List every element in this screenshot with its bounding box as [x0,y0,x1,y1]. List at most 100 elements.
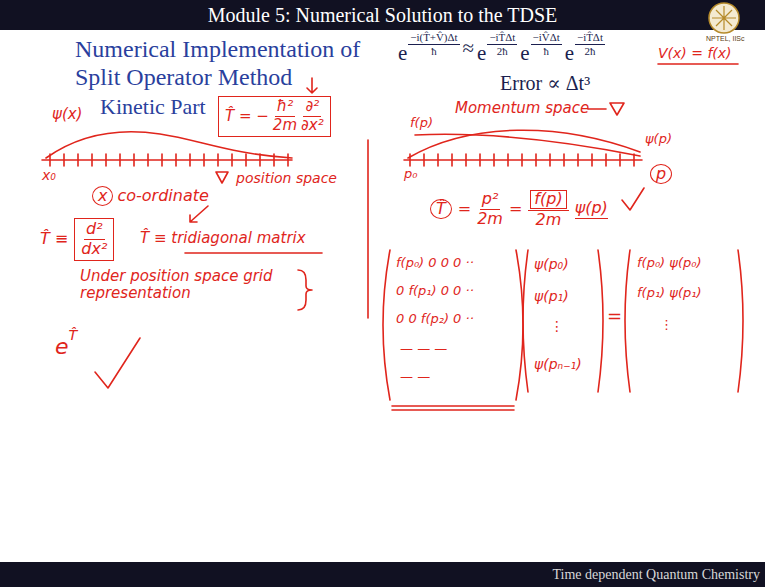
text-group: p [650,164,672,184]
annotation-text: Numerical Implementation of Split Operat… [75,36,395,91]
divider-line [367,140,369,318]
exponential: e−iV̂Δtħ [520,32,561,64]
annotation-text: Error ∝ Δt³ [500,72,590,95]
fraction-denominator: 2m [477,210,503,228]
text-group: e−i(T̂+V̂)Δtħ≈e−iT̂Δt2ħe−iV̂Δtħe−iT̂Δt2ħ [398,32,605,64]
text-group: Numerical Implementation of Split Operat… [75,36,395,91]
text-group: f(p₀) ψ(p₀) [637,256,702,271]
fp-curve [415,134,640,156]
text-group: ⋮ [660,318,673,333]
annotation-text: 2m [536,212,562,229]
fraction-denominator: 2ħ [585,45,596,57]
exponential: e−iT̂Δt2ħ [565,32,605,64]
fraction: ∂² ∂x² [301,99,324,134]
annotation-text: Time dependent Quantum Chemistry [552,567,760,583]
node-text: f(p) [534,191,562,208]
text-group: ψ(p₁) [534,288,569,304]
underline [185,252,322,254]
annotation-text: 0 0 f(p₂) 0 ·· [396,312,474,327]
slide-title-text: Module 5: Numerical Solution to the TDSE [208,4,558,26]
annotation-text: co-ordinate [117,187,208,205]
text-group: = [607,306,622,327]
slide-title: Module 5: Numerical Solution to the TDSE [0,3,765,27]
annotation-text: f(p₁) ψ(p₁) [637,286,702,301]
annotation-text: 2ħ [497,46,508,57]
text-group: T̂ ≡ tridiagonal matrix [140,230,306,247]
annotation-text: −iV̂Δt [533,32,560,43]
text-group: ⋮ [550,318,564,334]
annotation-text: −iT̂Δt [489,32,515,43]
node-text: ∂² [305,99,319,115]
annotation-text: = [607,306,622,327]
annotation-text: Momentum space [455,100,589,117]
fraction-denominator: ħ [543,45,548,57]
fraction-denominator: ∂x² [301,117,324,134]
fraction: p² 2m [477,191,503,228]
annotation-text: ≈ [463,36,475,60]
triangle-mark [610,103,624,115]
check-mark [95,338,140,388]
text-group: T̂ = p² 2m = f(p) 2m ψ(p) [430,190,608,229]
node-text: T̂ [436,200,446,218]
text-group: ψ(p) [645,132,672,147]
brace [298,270,312,310]
annotation-text: = [509,200,522,218]
fraction-numerator: −iV̂Δt [531,32,562,45]
annotation-text: 0 f(p₁) 0 0 ·· [396,284,474,299]
annotation-text: ψ(pₙ₋₁) [534,356,582,372]
fraction-numerator: d² [84,221,105,240]
annotation-text: ψ(p) [575,199,608,219]
annotation-text: p₀ [404,167,417,182]
annotation-text: — — [400,370,430,385]
fraction-denominator: dx² [81,240,107,258]
fraction: f(p) 2m [528,190,568,229]
annotation-text: NPTEL, IISc [706,35,745,43]
text-group: position space [236,170,337,186]
node-text: 2m [273,118,297,134]
node-text: x [98,187,107,205]
exponential: e−i(T̂+V̂)Δtħ [398,32,460,64]
text-group: — — — [400,342,447,357]
annotation-text: e [55,328,69,358]
annotation-text: −i(T̂+V̂)Δt [410,32,457,43]
text-group: eT̂ [55,328,77,358]
annotation-text: T̂ ≡ tridiagonal matrix [140,230,306,247]
boxed-term: d² dx² [74,218,114,261]
circled-term: x [92,186,113,206]
text-group: ψ(x) [52,106,82,123]
annotation-text: p² [482,191,499,208]
pointer-arrow [190,206,208,222]
annotation-text: = [458,200,471,218]
fraction-denominator: 2ħ [497,45,508,57]
vector-bracket [523,250,603,392]
node-text: ħ² [277,99,293,115]
annotation-text: T̂ [69,328,78,342]
pointer-arrow [307,78,317,93]
text-group: Momentum space [455,100,589,117]
text-group: x₀ [42,167,56,183]
node-text: T̂ = − [225,108,269,125]
pointer-line [588,108,606,110]
text-group: f(p) [410,116,433,131]
annotation-text: e [477,32,486,64]
position-grid [42,154,292,166]
node-text: p [656,165,666,183]
matrix-bracket [383,250,523,400]
annotation-text: — — — [400,342,447,357]
boxed-term: T̂ = − ħ² 2m ∂² ∂x² [218,96,331,137]
fraction: −i(T̂+V̂)Δt ħ [408,32,459,58]
vector-bracket [625,250,743,392]
text-group: x co-ordinate [92,186,209,206]
check-mark [622,188,644,210]
psi-p-curve [408,130,640,158]
text-group: ψ(pₙ₋₁) [534,356,582,372]
annotation-text: ħ [431,46,436,57]
annotation-text: Under position space grid representation [80,268,295,303]
momentum-grid [404,154,642,166]
fraction: d² dx² [81,221,107,258]
node-text: d² [86,221,103,238]
annotation-text: ψ(p) [645,132,672,147]
fraction-numerator: f(p) [528,190,568,211]
annotation-text: e [565,32,574,64]
